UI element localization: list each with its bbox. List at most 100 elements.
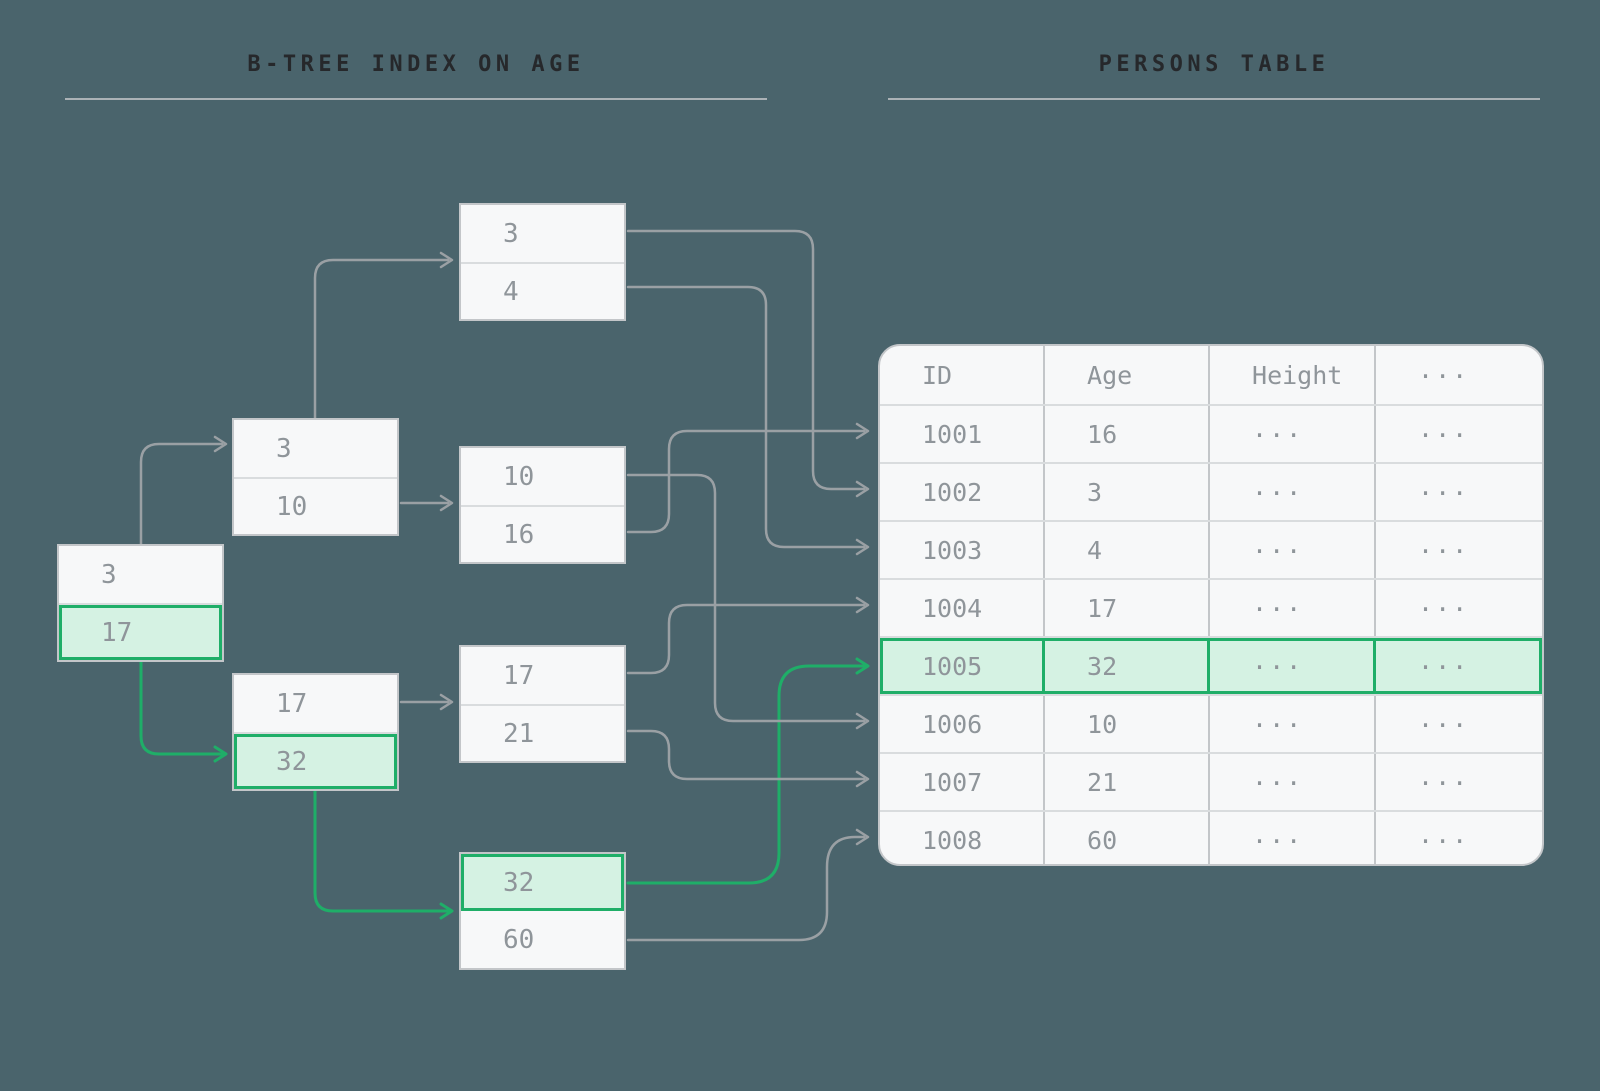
- tree-key-label: 10: [503, 461, 535, 492]
- tree-node-leaf-32-60: 32 60: [459, 852, 626, 970]
- table-cell: 1004: [880, 580, 1046, 636]
- table-cell-text: 1003: [922, 535, 983, 565]
- tree-key-21: 21: [461, 704, 624, 761]
- table-cell: 1007: [880, 754, 1046, 810]
- table-header-id: ID: [880, 346, 1046, 404]
- table-cell-text: 1008: [922, 825, 983, 855]
- table-cell-text: ...: [1418, 471, 1470, 501]
- tree-key-4: 4: [461, 262, 624, 319]
- table-cell: ...: [1210, 580, 1377, 636]
- table-cell: ...: [1376, 696, 1542, 752]
- table-cell: 1002: [880, 464, 1046, 520]
- table-cell-text: ID: [922, 360, 953, 390]
- table-cell-text: ...: [1252, 819, 1304, 849]
- tree-node-internal-3-10: 3 10: [232, 418, 399, 536]
- table-cell-text: Height: [1252, 360, 1343, 390]
- persons-table-underline: [888, 98, 1540, 100]
- table-cell-text: ...: [1418, 354, 1470, 384]
- table-cell-text: ...: [1418, 413, 1470, 443]
- tree-key-label: 4: [503, 276, 519, 307]
- tree-key-17-highlighted: 17: [59, 603, 222, 660]
- table-cell: 1008: [880, 812, 1046, 864]
- table-cell-text: ...: [1252, 761, 1304, 791]
- table-cell: ...: [1210, 696, 1377, 752]
- table-cell-text: 21: [1087, 767, 1118, 797]
- table-cell: 3: [1045, 464, 1211, 520]
- connector-leaf-10-to-row-1006: [626, 473, 870, 730]
- btree-panel: B-TREE INDEX ON AGE: [65, 52, 767, 100]
- tree-node-root-3-17: 3 17: [57, 544, 224, 662]
- tree-key-32-highlighted: 32: [461, 854, 624, 911]
- tree-key-label: 17: [276, 688, 308, 719]
- tree-key-label: 3: [276, 433, 292, 464]
- persons-table-panel: PERSONS TABLE: [888, 52, 1540, 100]
- tree-key-3: 3: [461, 205, 624, 262]
- tree-key-label: 32: [503, 867, 535, 898]
- table-cell-text: 3: [1087, 477, 1103, 507]
- tree-key-17: 17: [234, 675, 397, 732]
- table-cell-text: ...: [1252, 529, 1304, 559]
- table-cell: ...: [1210, 638, 1377, 694]
- table-cell: 4: [1045, 522, 1211, 578]
- table-cell: ...: [1210, 522, 1377, 578]
- tree-key-label: 3: [101, 559, 117, 590]
- connector-internal-3-to-leaf-3-4: [313, 251, 454, 420]
- connector-leaf-32-to-row-1005: [626, 657, 870, 885]
- table-cell-text: 1004: [922, 593, 983, 623]
- table-cell-text: ...: [1418, 703, 1470, 733]
- table-cell: 21: [1045, 754, 1211, 810]
- table-cell-text: ...: [1418, 819, 1470, 849]
- tree-key-3: 3: [59, 546, 222, 603]
- table-row-1003: 1003 4......: [880, 520, 1542, 578]
- table-cell: 32: [1045, 638, 1211, 694]
- table-cell-text: ...: [1418, 529, 1470, 559]
- table-cell: 1005: [880, 638, 1046, 694]
- tree-key-label: 17: [503, 660, 535, 691]
- connector-leaf-3-to-row-1002: [626, 229, 870, 498]
- table-cell: ...: [1376, 638, 1542, 694]
- table-cell: ...: [1376, 812, 1542, 864]
- table-cell: 1006: [880, 696, 1046, 752]
- tree-key-label: 60: [503, 924, 535, 955]
- table-header-more: ...: [1376, 346, 1542, 404]
- table-cell: 1003: [880, 522, 1046, 578]
- table-row-1008: 1008 60......: [880, 810, 1542, 864]
- tree-key-label: 21: [503, 718, 535, 749]
- table-row-1007: 1007 21......: [880, 752, 1542, 810]
- tree-key-10: 10: [461, 448, 624, 505]
- connector-root-17-to-internal-17-32: [139, 658, 228, 763]
- table-cell-text: ...: [1418, 761, 1470, 791]
- table-cell-text: 1002: [922, 477, 983, 507]
- table-cell-text: 60: [1087, 825, 1118, 855]
- table-cell-text: ...: [1252, 703, 1304, 733]
- table-cell: ...: [1210, 754, 1377, 810]
- table-cell-text: 4: [1087, 535, 1103, 565]
- table-cell: ...: [1376, 522, 1542, 578]
- tree-key-label: 32: [276, 746, 308, 777]
- tree-key-label: 10: [276, 491, 308, 522]
- table-cell: 60: [1045, 812, 1211, 864]
- table-header-row: ID Age Height...: [880, 346, 1542, 404]
- table-header-age: Age: [1045, 346, 1211, 404]
- btree-panel-title: B-TREE INDEX ON AGE: [247, 52, 585, 77]
- table-cell: ...: [1210, 812, 1377, 864]
- tree-key-label: 3: [503, 218, 519, 249]
- tree-key-label: 17: [101, 617, 133, 648]
- table-cell: 17: [1045, 580, 1211, 636]
- connector-internal-32-to-leaf-32-60: [313, 787, 454, 920]
- table-cell: 1001: [880, 406, 1046, 462]
- table-cell: ...: [1376, 580, 1542, 636]
- table-cell-text: ...: [1252, 587, 1304, 617]
- table-row-1004: 1004 17......: [880, 578, 1542, 636]
- connector-leaf-16-to-row-1001: [626, 422, 870, 534]
- connector-leaf-17-to-row-1004: [626, 596, 870, 675]
- table-cell: ...: [1210, 406, 1377, 462]
- table-cell: ...: [1376, 754, 1542, 810]
